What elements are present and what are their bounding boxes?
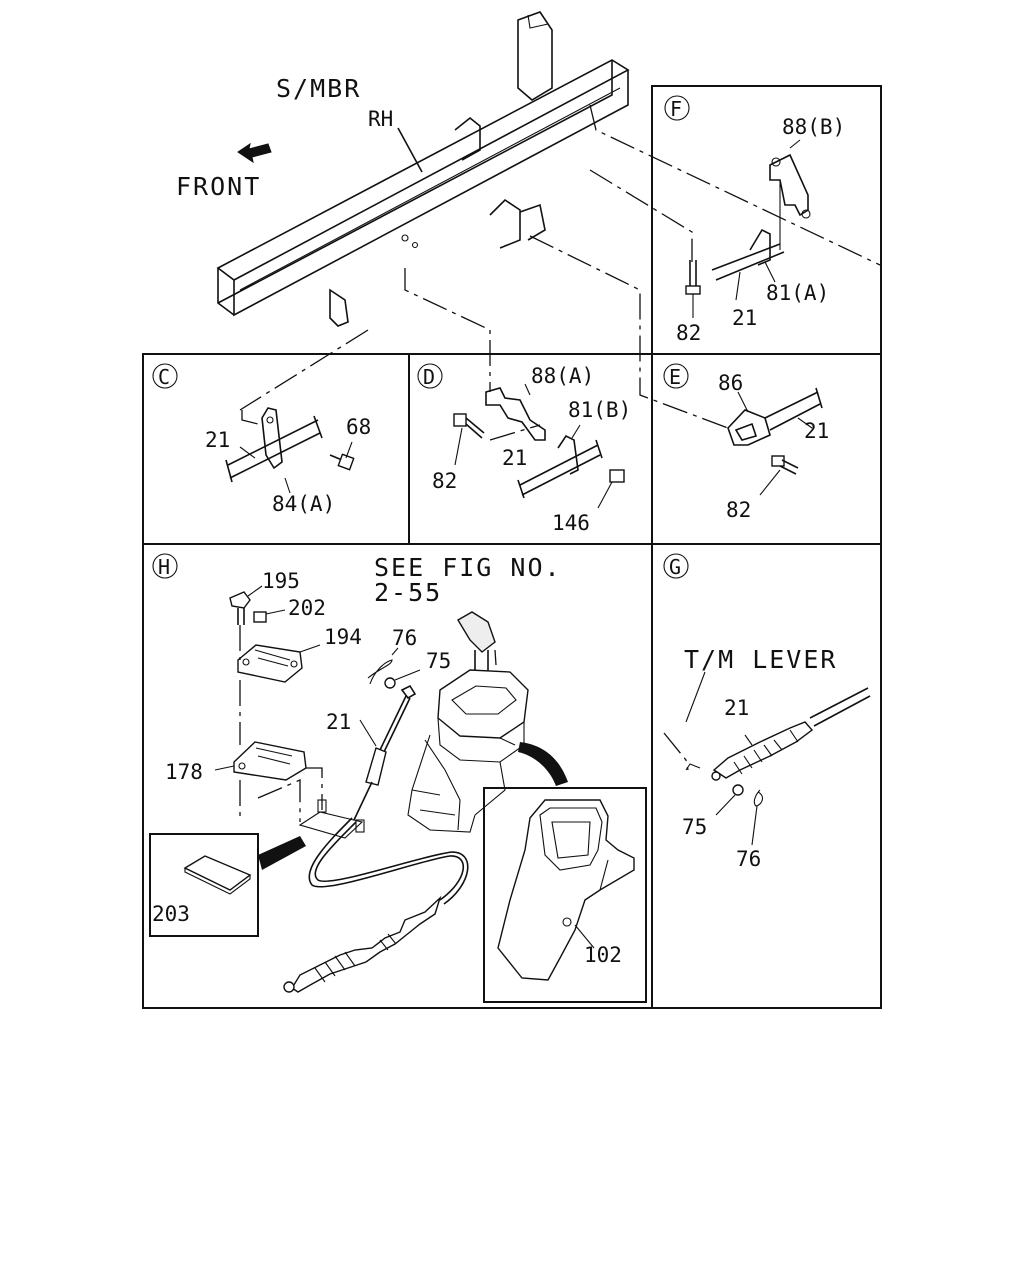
- part-75-label-h: 75: [426, 649, 451, 673]
- part-178-label: 178: [165, 760, 203, 784]
- part-21-label-f: 21: [732, 306, 757, 330]
- member-label: S/MBR: [276, 74, 361, 103]
- see-fig-label: SEE FIG NO.: [374, 553, 562, 582]
- part-86-label: 86: [718, 371, 743, 395]
- panel-e-id: E: [669, 365, 681, 389]
- part-76-label-g: 76: [736, 847, 761, 871]
- panel-e: E: [651, 353, 882, 545]
- fig-no-label: 2-55: [374, 578, 442, 607]
- part-102-label: 102: [584, 943, 622, 967]
- tm-lever-label: T/M LEVER: [684, 645, 837, 674]
- panel-f: F: [651, 85, 882, 355]
- part-146-label: 146: [552, 511, 590, 535]
- part-82-label-f: 82: [676, 321, 701, 345]
- part-202-label: 202: [288, 596, 326, 620]
- panel-h: H: [142, 543, 653, 1009]
- panel-d-id: D: [423, 365, 435, 389]
- part-76-label-h: 76: [392, 626, 417, 650]
- front-label: FRONT: [176, 172, 261, 201]
- part-81a-label: 81(A): [766, 281, 829, 305]
- side-label: RH: [368, 107, 393, 131]
- panel-g: G: [651, 543, 882, 1009]
- part-21-label-g: 21: [724, 696, 749, 720]
- part-195-label: 195: [262, 569, 300, 593]
- part-203-label: 203: [152, 902, 190, 926]
- part-88b-label: 88(B): [782, 115, 845, 139]
- panel-h-id: H: [158, 555, 170, 579]
- part-21-label-d: 21: [502, 446, 527, 470]
- part-75-label-g: 75: [682, 815, 707, 839]
- part-21-label-e: 21: [804, 419, 829, 443]
- panel-c-id: C: [158, 365, 170, 389]
- panel-f-id: F: [670, 97, 682, 121]
- part-84a-label: 84(A): [272, 492, 335, 516]
- frame-member-drawing: [216, 11, 881, 429]
- part-194-label: 194: [324, 625, 362, 649]
- part-68-label: 68: [346, 415, 371, 439]
- part-21-label-h: 21: [326, 710, 351, 734]
- part-82-label-e: 82: [726, 498, 751, 522]
- part-21-label-c: 21: [205, 428, 230, 452]
- part-81b-label: 81(B): [568, 398, 631, 422]
- panel-g-id: G: [669, 555, 681, 579]
- part-88a-label: 88(A): [531, 364, 594, 388]
- front-arrow-icon: [237, 142, 272, 164]
- part-82-label-d: 82: [432, 469, 457, 493]
